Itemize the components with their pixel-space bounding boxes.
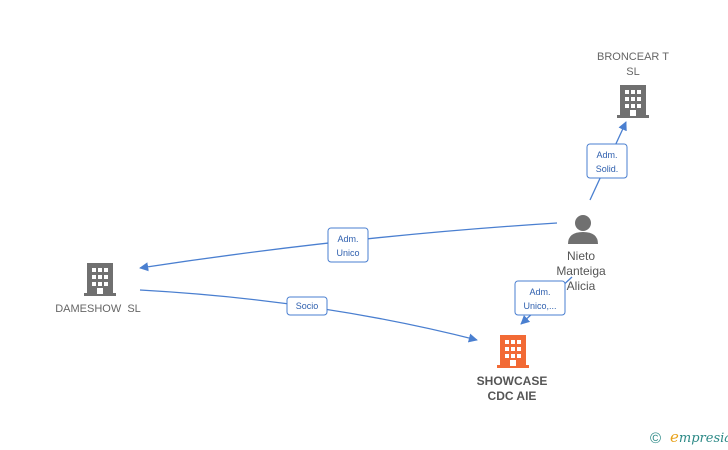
- watermark: © empresia: [650, 428, 728, 447]
- edge-label-adm-unico-more[interactable]: Adm. Unico,...: [514, 280, 566, 316]
- edge-label-adm-unico[interactable]: Adm. Unico: [327, 227, 369, 263]
- edge-label-socio-text: Socio: [296, 301, 319, 311]
- node-broncear-label-line2: SL: [626, 66, 639, 78]
- building-icon: [617, 85, 649, 118]
- edge-label-adm-unico-line2: Unico: [336, 248, 359, 258]
- node-showcase-label-line2: CDC AIE: [488, 389, 537, 403]
- copyright-icon: ©: [650, 430, 661, 447]
- node-dameshow-label: DAMESHOW SL: [55, 303, 141, 315]
- brand-initial: e: [670, 428, 679, 446]
- node-broncear[interactable]: BRONCEAR T SL: [597, 51, 669, 118]
- node-person[interactable]: Nieto Manteiga Alicia: [556, 215, 606, 293]
- edge-label-socio[interactable]: Socio: [286, 296, 328, 316]
- edge-label-adm-solid-line1: Adm.: [596, 150, 617, 160]
- edge-label-adm-unico-more-line1: Adm.: [529, 287, 550, 297]
- edge-label-adm-unico-more-line2: Unico,...: [523, 301, 556, 311]
- building-icon: [84, 263, 116, 296]
- node-dameshow[interactable]: DAMESHOW SL: [55, 263, 141, 315]
- node-person-label-line2: Manteiga: [556, 264, 606, 278]
- node-showcase[interactable]: SHOWCASE CDC AIE: [477, 335, 548, 403]
- person-icon: [568, 215, 598, 244]
- node-person-label-line3: Alicia: [567, 279, 596, 293]
- edge-label-adm-solid[interactable]: Adm. Solid.: [586, 143, 628, 179]
- building-icon: [497, 335, 529, 368]
- node-broncear-label-line1: BRONCEAR T: [597, 51, 669, 63]
- brand-rest: mpresia: [679, 431, 728, 446]
- node-person-label-line1: Nieto: [567, 249, 595, 263]
- edge-label-adm-unico-line1: Adm.: [337, 234, 358, 244]
- node-showcase-label-line1: SHOWCASE: [477, 374, 548, 388]
- edge-label-adm-solid-line2: Solid.: [596, 164, 619, 174]
- brand-name: empresia: [670, 428, 728, 446]
